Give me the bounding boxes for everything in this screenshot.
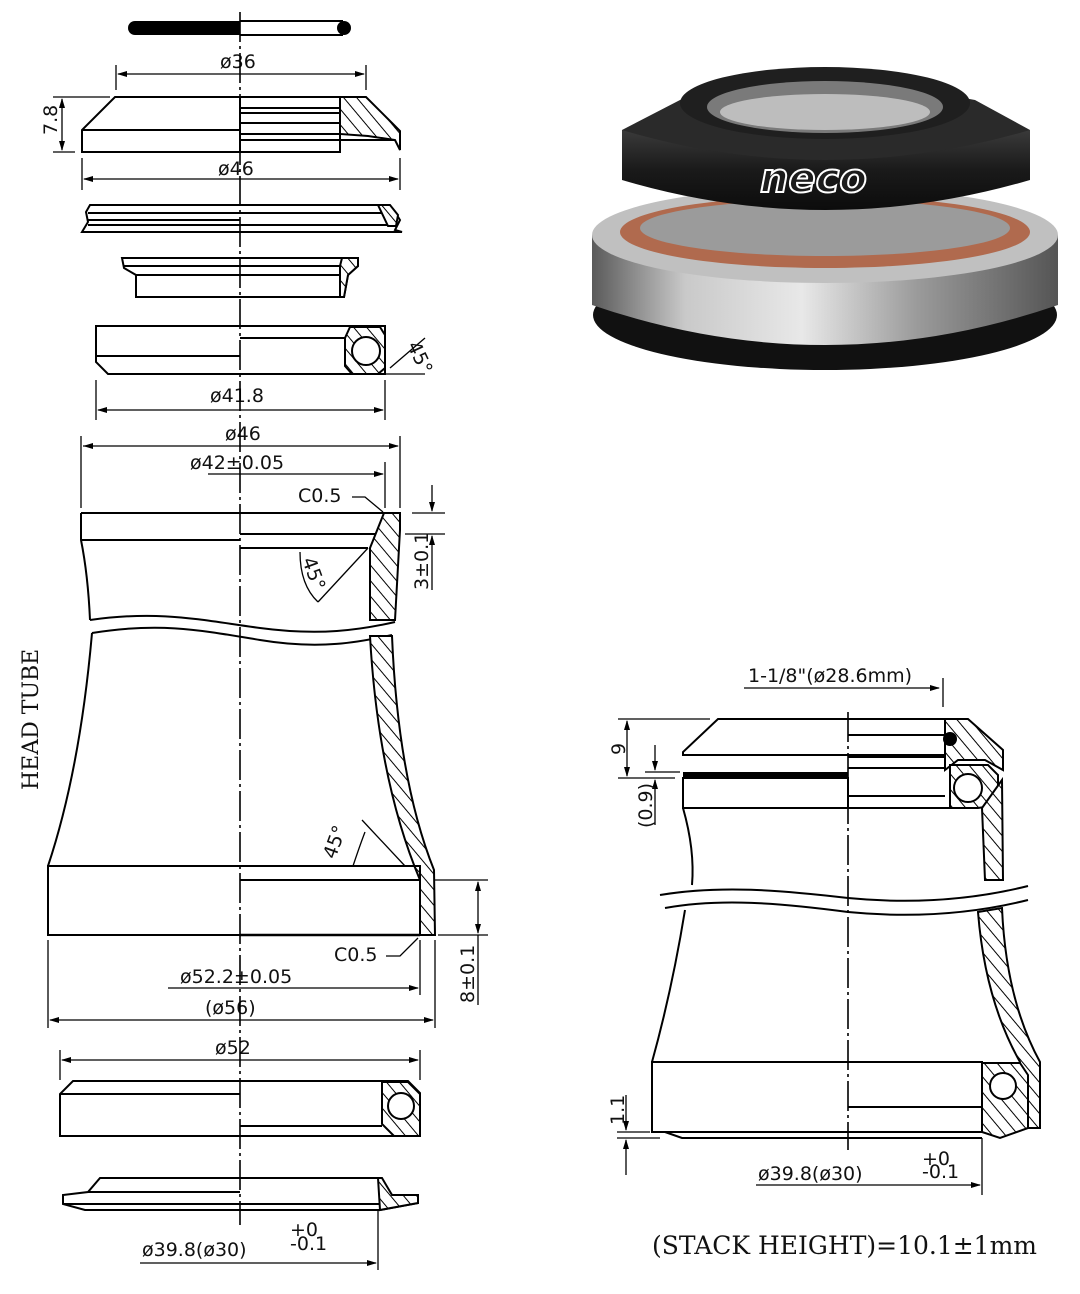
bottom-gap-label: 1.1 [607,1095,629,1125]
top-cap-base-diameter-label: ø46 [218,158,254,180]
top-cap [81,96,401,153]
brand-logo: neco [760,156,867,202]
upper-seat-angle-label: 45° [297,554,329,593]
upper-seat-bore-label: ø42±0.05 [190,452,284,474]
lower-seat-depth-label: 8±0.1 [457,945,479,1003]
steerer-size-label: 1-1/8"(ø28.6mm) [748,665,912,687]
assembled-headset [651,718,1041,1140]
crown-race-tol-lower: -0.1 [290,1233,327,1255]
upper-bearing-angle-label: 45° [402,338,436,378]
lower-seat-outer-diameter-label: (ø56) [205,997,256,1019]
lower-chamfer-label: C0.5 [334,944,377,966]
stack-height-label: (STACK HEIGHT)=10.1±1mm [652,1231,1037,1260]
lower-seat-bore-label: ø52.2±0.05 [180,966,292,988]
top-cap-height-label: 7.8 [40,105,62,135]
upper-seat-outer-diameter-label: ø46 [225,423,261,445]
assembled-crown-tol-lower: -0.1 [922,1161,959,1183]
upper-bearing [95,325,386,375]
head-tube-label: HEAD TUBE [19,649,44,790]
top-cap-diameter-label: ø36 [220,51,256,73]
lower-seat-angle-label: 45° [319,823,351,862]
upper-bearing-diameter-label: ø41.8 [210,385,264,407]
crown-race [62,1177,419,1212]
crown-race-diameter-label: ø39.8(ø30) [142,1239,247,1261]
gap-label: (0.9) [635,783,657,828]
crown-race-tol-upper: +0 [290,1219,318,1241]
o-ring [128,20,351,36]
right-assembled-view: 1-1/8"(ø28.6mm) [607,665,1041,1260]
upper-chamfer-label: C0.5 [298,485,341,507]
assembled-crown-tol-upper: +0 [922,1148,950,1170]
head-tube [47,512,437,937]
left-exploded-view: ø36 7.8 ø46 [19,12,488,1270]
product-photo: neco [592,67,1058,370]
top-height-label: 9 [608,743,630,755]
assembled-crown-race-label: ø39.8(ø30) [758,1163,863,1185]
compression-ring [80,204,403,233]
upper-seat-depth-label: 3±0.1 [411,532,433,590]
lower-bearing-diameter-label: ø52 [215,1037,251,1059]
centering-sleeve [120,257,359,298]
lower-bearing [59,1080,421,1137]
